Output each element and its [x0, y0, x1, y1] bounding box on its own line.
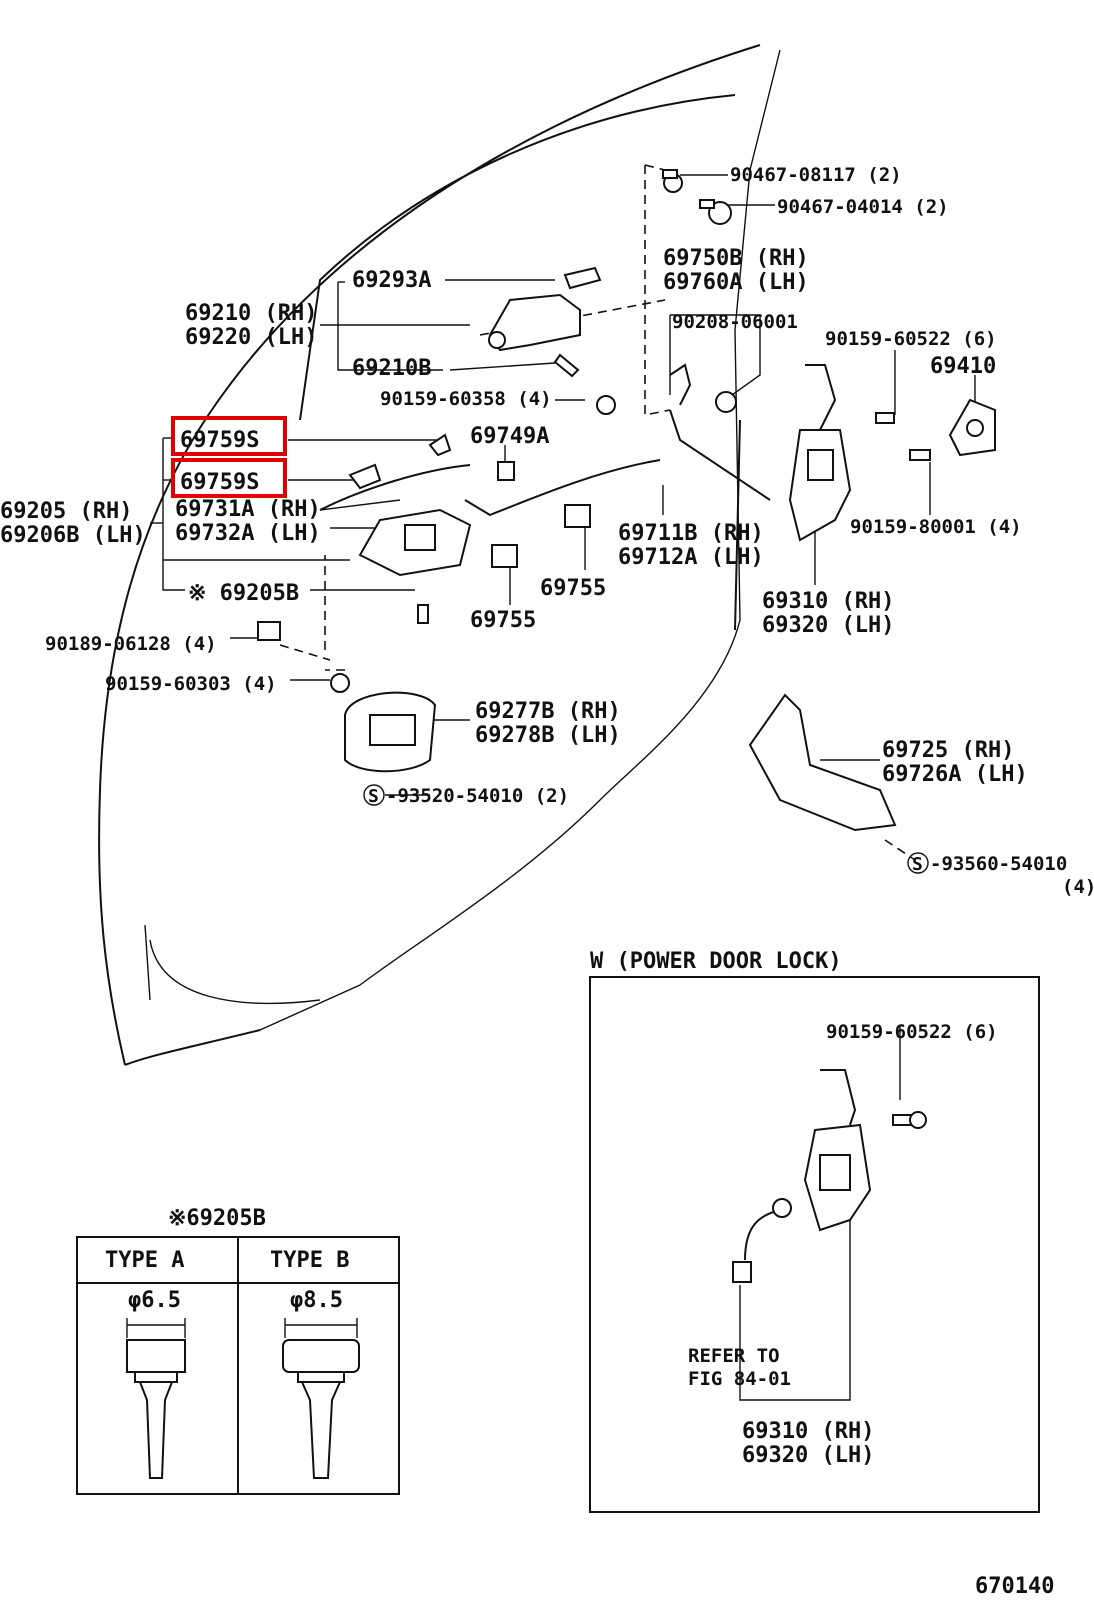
label-69711b: 69711B (RH) — [618, 521, 764, 546]
bolt-icon — [662, 169, 683, 193]
label-69320-inset: 69320 (LH) — [742, 1443, 874, 1468]
screw-icon — [875, 412, 931, 461]
svg-text:S: S — [368, 786, 379, 807]
label-69410: 69410 — [930, 354, 996, 379]
clip-69755-icon — [491, 544, 518, 568]
refer-to-label: REFER TO — [688, 1345, 780, 1367]
label-69205b: ※ 69205B — [188, 581, 299, 606]
label-69760a: 69760A (LH) — [663, 270, 809, 295]
handle-bezel-part — [344, 691, 437, 773]
control-rod — [669, 363, 771, 631]
highlight-box-69759s-1 — [171, 416, 287, 456]
door-lock-actuator-part — [803, 1069, 872, 1232]
label-69726a: 69726A (LH) — [882, 762, 1028, 787]
label-69759s-2: 69759S — [180, 470, 259, 495]
label-69755-1: 69755 — [540, 576, 606, 601]
screw-icon — [417, 604, 429, 624]
s-mark-icon: S — [907, 852, 929, 875]
clip-69755-icon — [564, 504, 591, 528]
type-a-diameter: φ6.5 — [128, 1288, 181, 1313]
label-69712a: 69712A (LH) — [618, 545, 764, 570]
label-69310-inset: 69310 (RH) — [742, 1419, 874, 1444]
label-90467-08117: 90467-08117 (2) — [730, 164, 902, 186]
label-69755-2: 69755 — [470, 608, 536, 633]
screw-icon — [892, 1111, 927, 1129]
label-69277b: 69277B (RH) — [475, 699, 621, 724]
label-69205: 69205 (RH) — [0, 499, 132, 524]
label-90467-04014: 90467-04014 (2) — [777, 196, 949, 218]
leader-lines — [150, 174, 976, 1401]
label-93520-54010: -93520-54010 (2) — [386, 785, 569, 807]
highlight-box-69759s-2 — [171, 458, 287, 498]
clip-icon — [348, 433, 515, 490]
label-69293a: 69293A — [352, 268, 431, 293]
label-69310: 69310 (RH) — [762, 589, 894, 614]
clip-type-b-drawing — [282, 1318, 360, 1479]
label-93560-54010: -93560-54010 — [930, 853, 1067, 875]
clip-type-a-drawing — [126, 1318, 186, 1479]
type-a-header: TYPE A — [105, 1248, 184, 1273]
door-lock-part — [788, 364, 852, 542]
screw-icon — [553, 353, 580, 378]
inside-handle-part — [358, 508, 472, 577]
power-door-lock-title: W (POWER DOOR LOCK) — [590, 949, 842, 974]
label-69759s-1: 69759S — [180, 428, 259, 453]
outside-handle-part — [488, 266, 602, 352]
svg-text:S: S — [912, 854, 923, 875]
label-69278b: 69278B (LH) — [475, 723, 621, 748]
part-labels: 90467-08117 (2) 90467-04014 (2) 69750B (… — [0, 164, 1094, 898]
bolt-icon — [596, 395, 616, 415]
door-outline — [98, 44, 781, 1066]
label-69320: 69320 (LH) — [762, 613, 894, 638]
label-90159-60522: 90159-60522 (6) — [825, 328, 997, 350]
striker-part — [948, 398, 996, 457]
inset-frame — [589, 976, 1040, 1513]
label-69210: 69210 (RH) — [185, 301, 317, 326]
refer-fig-label: FIG 84-01 — [688, 1368, 791, 1390]
label-69731a: 69731A (RH) — [175, 497, 321, 522]
label-69732a: 69732A (LH) — [175, 521, 321, 546]
power-door-lock-inset: W (POWER DOOR LOCK) 90159-60522 (6) REFE… — [589, 949, 1040, 1513]
door-parts: S S — [257, 169, 996, 875]
label-90189-06128: 90189-06128 (4) — [45, 633, 217, 655]
label-93560-qty: (4) — [1062, 876, 1094, 898]
type-b-diameter: φ8.5 — [290, 1288, 343, 1313]
label-69206b: 69206B (LH) — [0, 523, 146, 548]
lock-rod — [464, 459, 661, 517]
table-title: ※69205B — [168, 1206, 266, 1231]
label-69210b: 69210B — [352, 356, 431, 381]
label-69749a: 69749A — [470, 424, 549, 449]
label-90159-60358: 90159-60358 (4) — [380, 388, 552, 410]
connector-cable — [732, 1198, 792, 1283]
label-69725: 69725 (RH) — [882, 738, 1014, 763]
label-90208-06001: 90208-06001 — [672, 311, 798, 333]
label-90159-80001: 90159-80001 (4) — [850, 516, 1022, 538]
lock-protector-part — [748, 693, 897, 832]
cable — [319, 464, 471, 511]
clip-type-table: ※69205B TYPE A TYPE B φ6.5 φ8.5 — [76, 1206, 400, 1495]
label-90159-60303: 90159-60303 (4) — [105, 673, 277, 695]
clip-icon — [257, 621, 281, 641]
screw-icon — [330, 673, 350, 693]
label-69220: 69220 (LH) — [185, 325, 317, 350]
label-90159-60522-inset: 90159-60522 (6) — [826, 1021, 998, 1043]
type-b-header: TYPE B — [270, 1248, 349, 1273]
label-69750b: 69750B (RH) — [663, 246, 809, 271]
figure-number: 670140 — [975, 1574, 1054, 1599]
s-mark-icon: S — [363, 784, 385, 807]
bolt-icon — [699, 199, 732, 225]
